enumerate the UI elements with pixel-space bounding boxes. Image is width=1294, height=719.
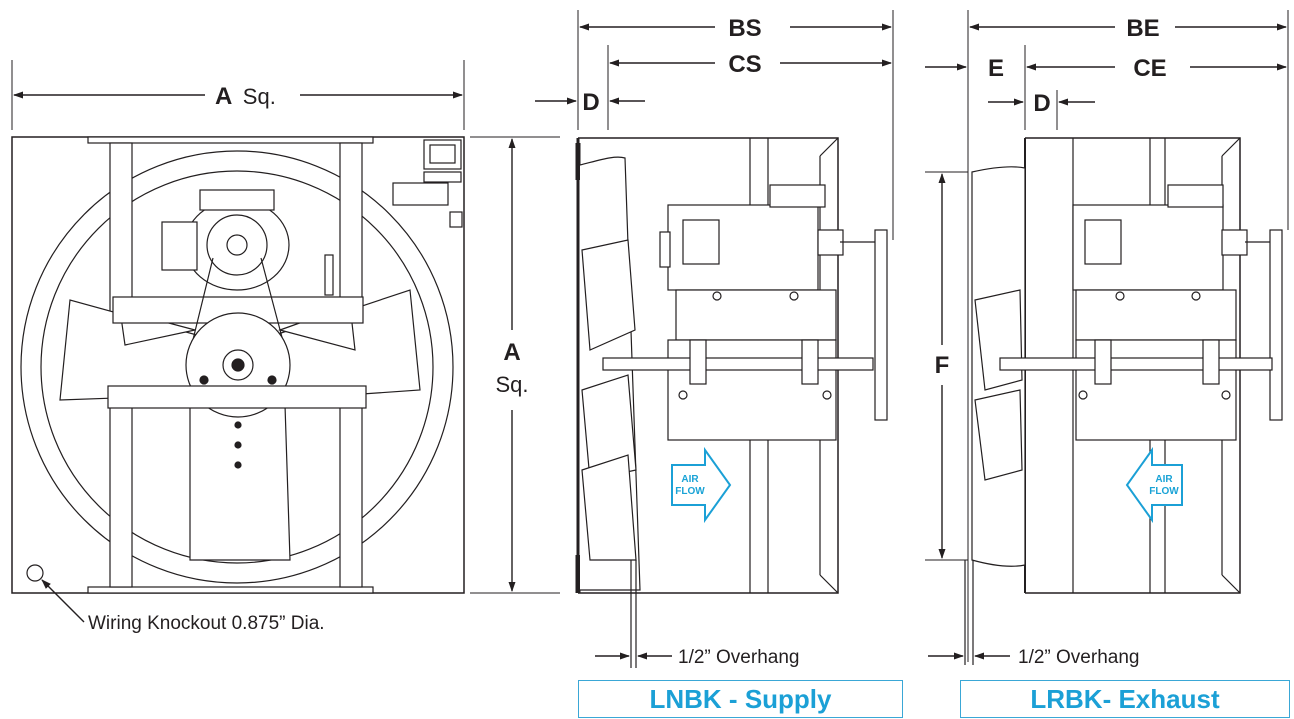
- dimension-arrows: [13, 23, 1287, 660]
- overhang-note-exhaust: 1/2” Overhang: [1018, 647, 1139, 668]
- model-label-exhaust: LRBK- Exhaust: [960, 680, 1290, 718]
- dim-cs: CS: [728, 51, 761, 78]
- exhaust-side-view: [964, 137, 1283, 665]
- airflow-arrow-supply: AIR FLOW: [671, 446, 732, 524]
- dim-ce: CE: [1133, 55, 1166, 82]
- dim-f: F: [935, 352, 950, 379]
- dimension-labels: A Sq. A Sq. BS CS D BE E CE D F Wiring K…: [88, 15, 1167, 668]
- airflow-label-2: FLOW: [675, 486, 705, 497]
- airflow-label-1: AIR: [1155, 474, 1173, 485]
- dim-e: E: [988, 55, 1004, 82]
- airflow-label-1: AIR: [681, 474, 699, 485]
- model-label-supply: LNBK - Supply: [578, 680, 903, 718]
- front-view: [11, 136, 465, 594]
- dim-a-vertical-unit: Sq.: [495, 372, 528, 397]
- overhang-note-supply: 1/2” Overhang: [678, 647, 799, 668]
- dim-be: BE: [1126, 15, 1159, 42]
- dim-bs: BS: [728, 15, 761, 42]
- dim-a-horizontal: A Sq.: [215, 83, 276, 110]
- dim-d-exhaust: D: [1033, 90, 1050, 117]
- airflow-arrow-exhaust: AIR FLOW: [1125, 446, 1183, 524]
- supply-side-view: [575, 137, 888, 668]
- dim-d-supply: D: [582, 89, 599, 116]
- airflow-label-2: FLOW: [1149, 486, 1179, 497]
- extension-lines: [11, 10, 1289, 662]
- dim-a-vertical-letter: A: [503, 339, 520, 366]
- wiring-knockout-note: Wiring Knockout 0.875” Dia.: [88, 613, 325, 634]
